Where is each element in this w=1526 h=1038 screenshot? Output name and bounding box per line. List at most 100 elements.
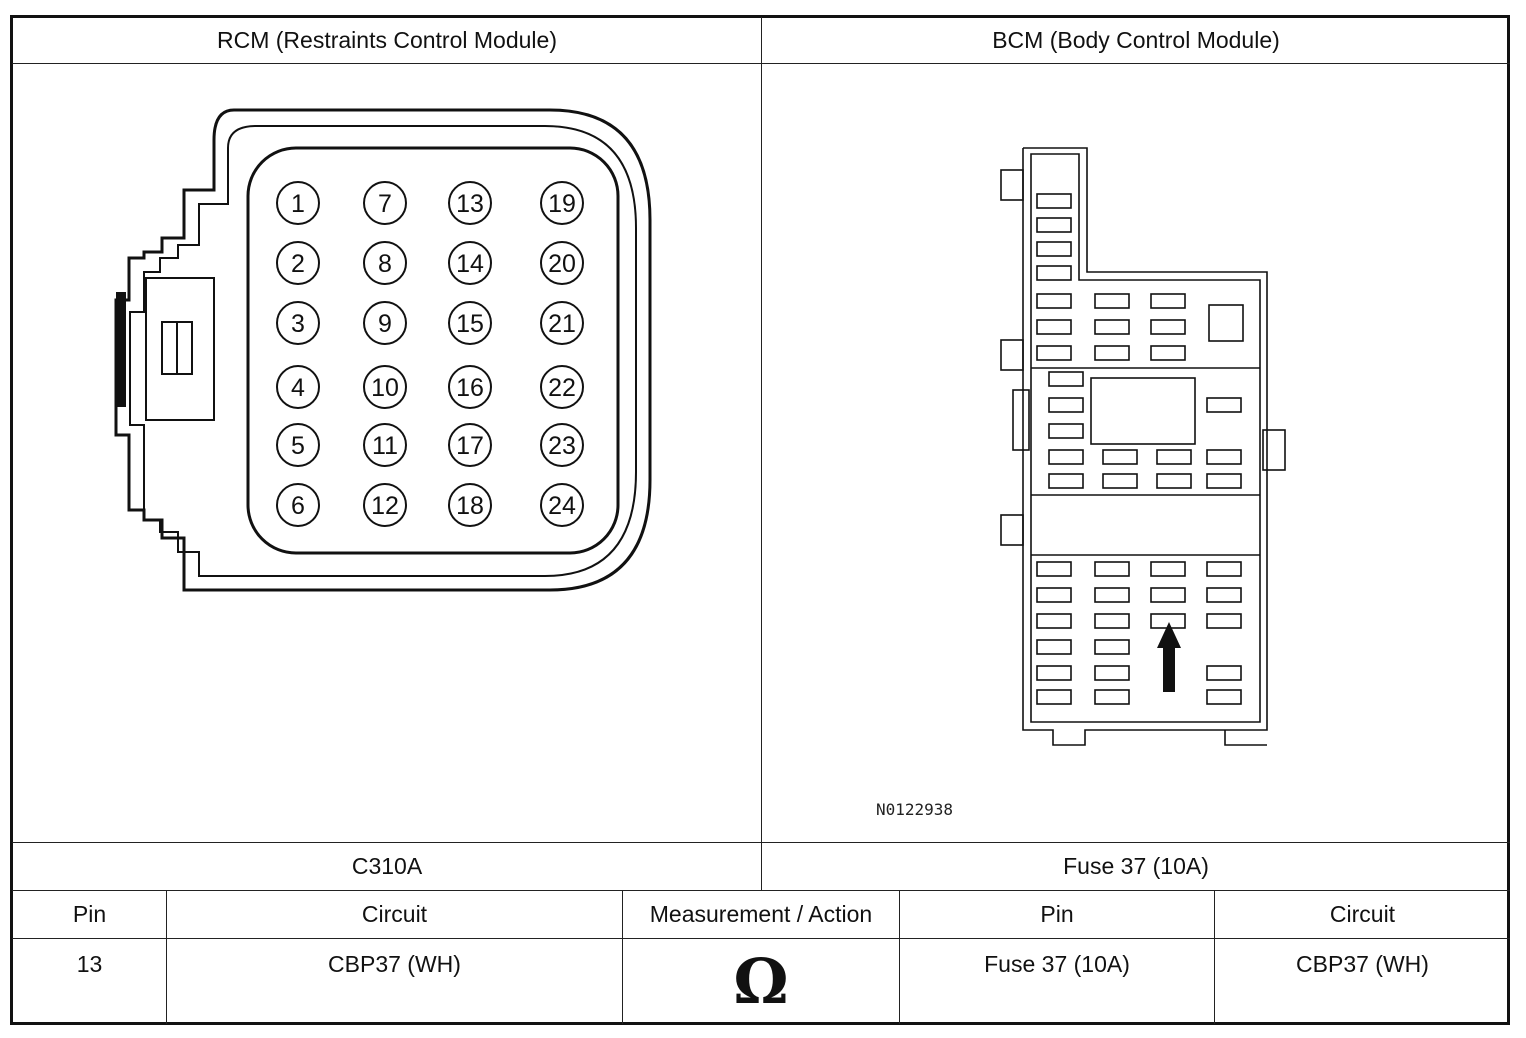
fuse-slot <box>1150 319 1186 335</box>
pin-20: 20 <box>540 241 584 285</box>
fuse-slot <box>1094 319 1130 335</box>
fuse-slot <box>1036 241 1072 257</box>
pin-22: 22 <box>540 365 584 409</box>
fuse-slot <box>1206 449 1242 465</box>
pin-12: 12 <box>363 483 407 527</box>
row-circuit: CBP37 (WH) <box>328 951 461 977</box>
pin-23: 23 <box>540 423 584 467</box>
fuse-slot <box>1048 449 1084 465</box>
test-table-frame <box>10 15 1510 1025</box>
pin-label: 12 <box>371 492 399 520</box>
pin-14: 14 <box>448 241 492 285</box>
pin-label: 7 <box>378 190 392 218</box>
pin-label: 10 <box>371 374 399 402</box>
bcm-fuse-label: Fuse 37 (10A) <box>1063 853 1209 879</box>
pin-18: 18 <box>448 483 492 527</box>
bcm-fuse-box-diagram <box>1000 147 1286 746</box>
fuse-slot <box>1094 561 1130 577</box>
pin-5: 5 <box>276 423 320 467</box>
pin-17: 17 <box>448 423 492 467</box>
rcm-connector-label: C310A <box>351 853 423 879</box>
fuse-slot <box>1036 639 1072 655</box>
row-fuse-circuit: CBP37 (WH) <box>1296 951 1429 977</box>
fuse-slot <box>1150 561 1186 577</box>
fuse-slot <box>1156 473 1192 489</box>
fuse-slot <box>1102 473 1138 489</box>
pin-11: 11 <box>363 423 407 467</box>
column-divider-1 <box>166 890 167 1024</box>
pin-label: 21 <box>548 310 576 338</box>
fuse-slot <box>1094 293 1130 309</box>
pin-label: 14 <box>456 250 484 278</box>
fuse-slot <box>1206 665 1242 681</box>
column-divider-2 <box>622 890 623 1024</box>
pin-label: 3 <box>291 310 305 338</box>
pin-label: 1 <box>291 190 305 218</box>
pin-label: 13 <box>456 190 484 218</box>
fuse-slot <box>1036 561 1072 577</box>
pin-label: 2 <box>291 250 305 278</box>
column-header-measurement: Measurement / Action <box>649 901 873 927</box>
pin-2: 2 <box>276 241 320 285</box>
fuse-slot <box>1094 587 1130 603</box>
fuse-slot <box>1150 587 1186 603</box>
fuse-slot <box>1048 423 1084 439</box>
column-header-pin: Pin <box>72 901 107 927</box>
column-divider-4 <box>1214 890 1215 1024</box>
pin-21: 21 <box>540 301 584 345</box>
bcm-header: BCM (Body Control Module) <box>992 27 1280 53</box>
pin-9: 9 <box>363 301 407 345</box>
pin-label: 20 <box>548 250 576 278</box>
pin-label: 5 <box>291 432 305 460</box>
pin-7: 7 <box>363 181 407 225</box>
fuse-slot <box>1048 397 1084 413</box>
diagram-reference-code: N0122938 <box>876 800 954 819</box>
pin-15: 15 <box>448 301 492 345</box>
fuse-slot <box>1206 397 1242 413</box>
pin-19: 19 <box>540 181 584 225</box>
fuse-slot <box>1036 293 1072 309</box>
pin-label: 19 <box>548 190 576 218</box>
fuse-slot <box>1206 473 1242 489</box>
fuse-slot <box>1036 217 1072 233</box>
pin-16: 16 <box>448 365 492 409</box>
row-fuse-pin: Fuse 37 (10A) <box>984 951 1130 977</box>
pin-label: 11 <box>372 432 398 460</box>
pin-10: 10 <box>363 365 407 409</box>
pin-label: 23 <box>548 432 576 460</box>
fuse-slot <box>1048 473 1084 489</box>
module-divider <box>761 17 762 890</box>
pin-13: 13 <box>448 181 492 225</box>
rcm-header: RCM (Restraints Control Module) <box>217 27 557 53</box>
fuse-slot <box>1206 689 1242 705</box>
fuse-slot <box>1036 193 1072 209</box>
column-header-pin-2: Pin <box>1040 901 1074 927</box>
pin-6: 6 <box>276 483 320 527</box>
pin-1: 1 <box>276 181 320 225</box>
pin-8: 8 <box>363 241 407 285</box>
fuse-slot <box>1036 265 1072 281</box>
row-pin: 13 <box>76 951 103 977</box>
fuse-slot <box>1036 613 1072 629</box>
column-divider-3 <box>899 890 900 1024</box>
pin-label: 9 <box>378 310 392 338</box>
fuse-slot <box>1048 371 1084 387</box>
pin-label: 4 <box>291 374 305 402</box>
pin-4: 4 <box>276 365 320 409</box>
fuse-slot <box>1094 639 1130 655</box>
fuse-slot <box>1150 293 1186 309</box>
fuse-slot <box>1094 345 1130 361</box>
column-header-circuit-2: Circuit <box>1329 901 1396 927</box>
pin-label: 15 <box>456 310 484 338</box>
pin-label: 17 <box>456 432 484 460</box>
fuse-slot <box>1156 449 1192 465</box>
pin-label: 16 <box>456 374 484 402</box>
fuse-slot <box>1206 587 1242 603</box>
fuse-slot <box>1036 587 1072 603</box>
pin-label: 24 <box>548 492 576 520</box>
fuse-slot <box>1094 613 1130 629</box>
fuse-slot <box>1036 689 1072 705</box>
pin-label: 8 <box>378 250 392 278</box>
pin-label: 6 <box>291 492 305 520</box>
fuse-slot <box>1094 689 1130 705</box>
